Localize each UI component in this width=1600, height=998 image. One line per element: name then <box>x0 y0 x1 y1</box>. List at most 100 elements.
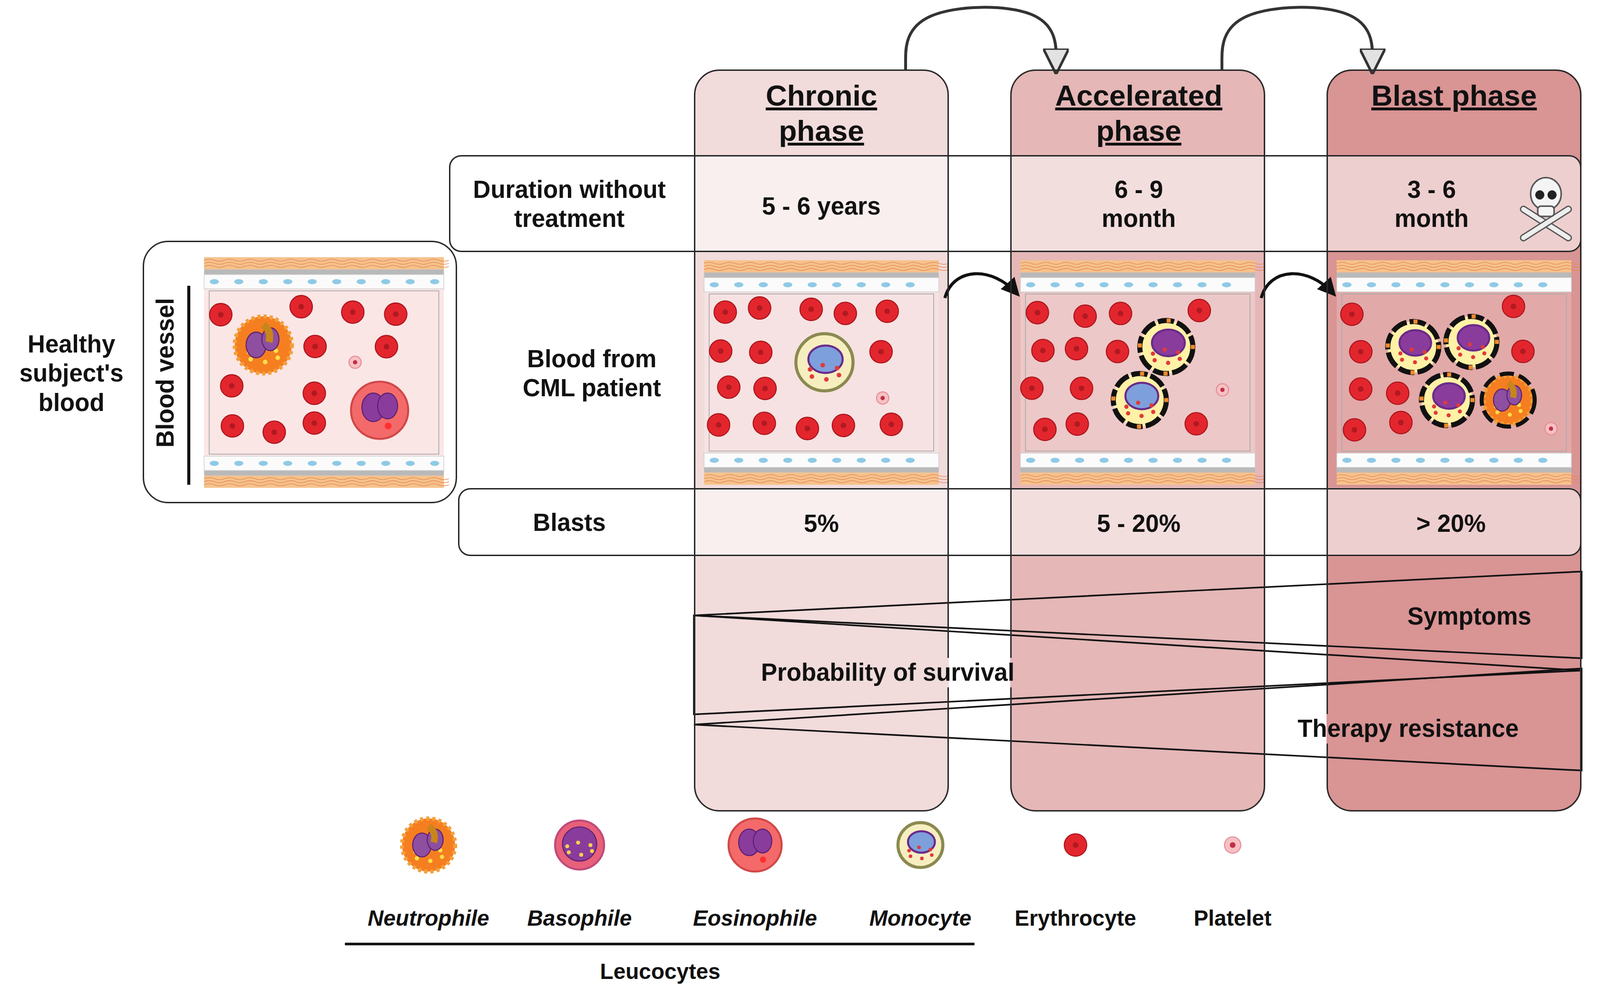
basophil <box>555 820 605 870</box>
erythrocyte <box>375 335 398 358</box>
legend-text: Monocyte <box>869 905 972 932</box>
trend-wedge <box>693 571 1582 658</box>
row-heading: Blasts <box>497 507 641 537</box>
erythrocyte <box>749 341 772 364</box>
blast-cell <box>1385 319 1442 375</box>
neutrophil <box>234 316 292 374</box>
leucocyte-bracket <box>344 942 975 946</box>
erythrocyte <box>1109 302 1132 325</box>
table-cell: 5 - 20% <box>1096 508 1181 538</box>
erythrocyte <box>1349 377 1372 400</box>
erythrocyte <box>748 296 771 320</box>
erythrocyte <box>796 417 819 440</box>
erythrocyte <box>1340 302 1364 326</box>
band-fill <box>458 487 1582 557</box>
erythrocyte <box>1064 833 1087 857</box>
platelet <box>349 356 362 369</box>
erythrocyte <box>1070 377 1093 400</box>
erythrocyte <box>1065 337 1088 360</box>
monocyte <box>795 333 853 391</box>
legend-text: Eosinophile <box>692 905 818 932</box>
erythrocyte <box>1026 301 1049 324</box>
table-cell: 3 - 6 month <box>1369 175 1494 234</box>
erythrocyte <box>341 301 364 324</box>
erythrocyte <box>1106 340 1129 363</box>
table-cell: 6 - 9 month <box>1076 175 1201 234</box>
legend-text: Neutrophile <box>367 905 490 932</box>
duration-band: Duration without treatment <box>448 155 1582 253</box>
platelet <box>1224 836 1241 853</box>
healthy-blood-box: Blood vessel <box>142 240 458 503</box>
erythrocyte <box>834 302 857 325</box>
erythrocyte <box>1389 411 1413 434</box>
erythrocyte <box>1031 339 1054 362</box>
erythrocyte <box>1020 377 1044 400</box>
blast-cell <box>1443 314 1500 370</box>
trend-label: Probability of survival <box>760 657 1015 687</box>
erythrocyte <box>1185 412 1208 435</box>
erythrocyte <box>263 420 286 444</box>
erythrocyte <box>753 377 777 400</box>
band-fill <box>448 155 1582 253</box>
platelet <box>1544 422 1558 435</box>
monocyte <box>897 822 943 868</box>
neutrophil <box>401 818 456 872</box>
blasts-band: Blasts <box>458 487 1582 557</box>
erythrocyte <box>800 298 823 321</box>
erythrocyte <box>717 375 741 399</box>
erythrocyte <box>1065 412 1089 436</box>
blood-vessel <box>204 257 449 488</box>
erythrocyte <box>220 374 244 398</box>
column-fill <box>142 240 458 503</box>
blood-vessel <box>1020 260 1266 485</box>
erythrocyte <box>713 301 737 324</box>
progress-arrow <box>1261 273 1334 298</box>
platelet <box>876 391 889 405</box>
phase-arrow <box>905 7 1056 70</box>
erythrocyte <box>1033 418 1056 441</box>
neutrophil <box>1483 375 1533 425</box>
group-label: Leucocytes <box>600 958 721 985</box>
erythrocyte <box>832 414 855 437</box>
blast-cell <box>1137 318 1195 376</box>
phase-arrow <box>1221 7 1373 70</box>
erythrocyte <box>1349 340 1373 363</box>
erythrocyte <box>709 339 732 362</box>
side-label: Blood from CML patient <box>513 344 671 403</box>
table-cell: 5 - 6 years <box>761 191 881 221</box>
legend-text: Erythrocyte <box>1014 905 1137 932</box>
platelet <box>1216 383 1229 397</box>
erythrocyte <box>879 412 903 436</box>
legend-text: Basophile <box>527 905 633 932</box>
erythrocyte <box>1502 295 1525 318</box>
vertical-label: Blood vessel <box>150 297 180 448</box>
erythrocyte <box>209 303 233 326</box>
phase-column: Chronic phase <box>693 69 949 812</box>
erythrocyte <box>869 340 893 363</box>
blast-outline <box>1481 373 1535 427</box>
erythrocyte <box>221 414 244 438</box>
legend-text: Platelet <box>1193 905 1272 932</box>
phase-heading: Blast phase <box>1330 78 1578 114</box>
side-label: Healthy subject's blood <box>7 329 136 418</box>
eosinophil <box>728 818 782 872</box>
eosinophil <box>351 381 409 439</box>
erythrocyte <box>384 302 407 326</box>
table-cell: 5% <box>803 508 840 538</box>
erythrocyte <box>1386 381 1409 405</box>
blood-vessel <box>703 260 949 485</box>
erythrocyte <box>1073 304 1097 328</box>
table-cell: > 20% <box>1416 508 1486 538</box>
erythrocyte <box>290 295 313 318</box>
trend-label: Symptoms <box>1407 601 1532 631</box>
row-heading: Duration without treatment <box>450 175 689 234</box>
erythrocyte <box>302 411 326 435</box>
blast-cell <box>1419 372 1475 428</box>
erythrocyte <box>876 300 899 323</box>
erythrocyte <box>1511 340 1534 363</box>
phase-heading: Accelerated phase <box>1038 78 1239 149</box>
skull-icon <box>1523 177 1569 238</box>
erythrocyte <box>1343 418 1366 441</box>
